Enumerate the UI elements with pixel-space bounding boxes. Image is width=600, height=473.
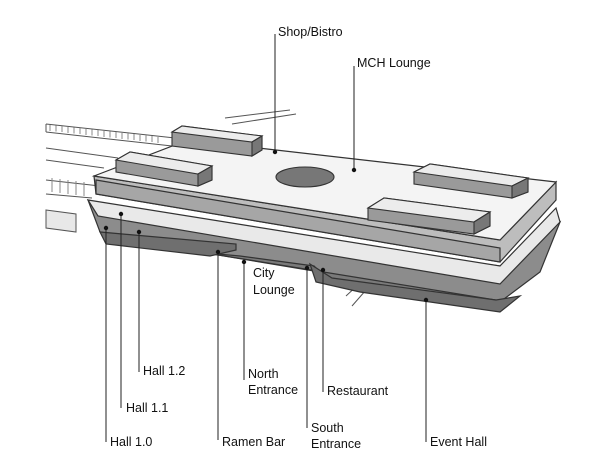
label-event-hall: Event Hall [430, 435, 487, 449]
leader-dots [103, 149, 429, 303]
rail-track [45, 109, 367, 307]
label-hall-1-1: Hall 1.1 [126, 401, 169, 415]
lower-slab [86, 199, 562, 313]
leader-lines [105, 34, 427, 442]
roof-objects [114, 125, 530, 235]
label-north-entrance-line2: Entrance [248, 383, 299, 397]
label-ramen-bar: Ramen Bar [222, 435, 286, 449]
label-south-entrance-line2: Entrance [311, 437, 362, 451]
label-hall-1-0: Hall 1.0 [110, 435, 153, 449]
label-mch-lounge: MCH Lounge [357, 56, 431, 70]
roof-opening [275, 166, 335, 188]
roof-block-shop [170, 125, 264, 157]
label-south-entrance-line1: South [311, 421, 344, 435]
label-city-lounge-line1: City [253, 266, 275, 280]
label-north-entrance-line1: North [248, 367, 279, 381]
roof-block-right [412, 163, 530, 199]
label-shop-bistro: Shop/Bistro [278, 25, 343, 39]
roof-block-front [366, 197, 492, 235]
label-hall-1-2: Hall 1.2 [143, 364, 186, 378]
label-restaurant: Restaurant [327, 384, 389, 398]
label-city-lounge-line2: Lounge [253, 283, 295, 297]
roof-block-left [114, 151, 214, 187]
